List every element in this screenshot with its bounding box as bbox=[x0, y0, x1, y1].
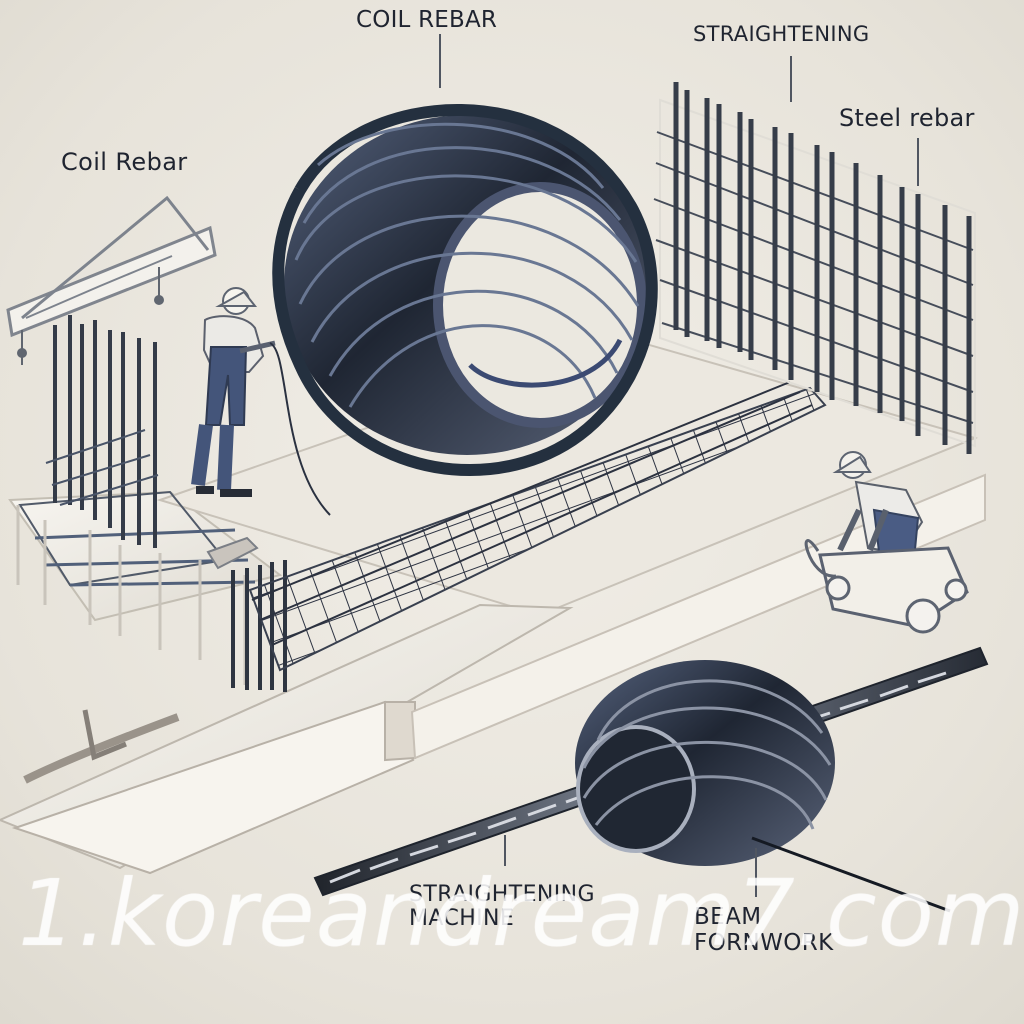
rebar-coil-icon bbox=[272, 104, 658, 476]
straightening-machine-label: STRAIGHTENING MACHINE bbox=[409, 882, 595, 931]
steel-frame bbox=[653, 82, 976, 454]
steel-rebar-label: Steel rebar bbox=[839, 104, 975, 132]
beam-formwork-channel bbox=[11, 700, 415, 875]
straightening-top-label: STRAIGHTENING bbox=[693, 22, 870, 46]
beam-formwork-label: BEAM FORNWORK bbox=[694, 904, 834, 956]
crane bbox=[6, 195, 217, 365]
tools bbox=[23, 536, 259, 784]
left-worker bbox=[191, 287, 331, 516]
mesh-track bbox=[248, 381, 827, 672]
large-coil bbox=[272, 104, 658, 476]
coil-rebar-left-label: Coil Rebar bbox=[61, 148, 188, 176]
rebar-mesh-icon bbox=[248, 386, 827, 672]
callout-lines bbox=[439, 34, 919, 897]
right-worker-machine bbox=[804, 451, 969, 634]
bottom-coil-and-bar bbox=[313, 646, 989, 913]
coil-rebar-top-label: COIL REBAR bbox=[356, 7, 498, 33]
